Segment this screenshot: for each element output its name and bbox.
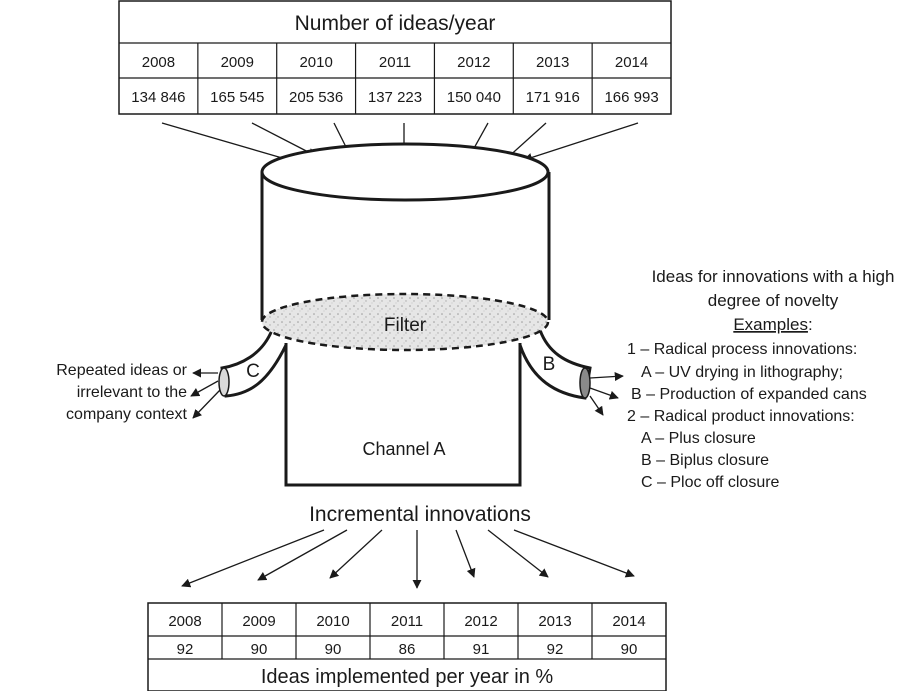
ideas-per-year-table: Number of ideas/year 2008 134 846 2009 165 …: [118, 0, 672, 115]
top-table-title: Number of ideas/year: [295, 12, 496, 35]
right-note-item-3: B – Production of expanded cans: [631, 386, 867, 403]
top-value-cell: 166 993: [604, 89, 658, 106]
implementation-arrow: [257, 529, 348, 581]
implementation-arrow: [487, 529, 549, 578]
right-note: Ideas for innovations with a high degree…: [627, 267, 894, 491]
top-value-cell: 134 846: [131, 89, 185, 106]
bottom-table-footer: Ideas implemented per year in %: [261, 666, 554, 688]
top-year-cell: 2012: [457, 54, 490, 71]
right-note-heading-2: degree of novelty: [708, 291, 839, 310]
bottom-value-cell: 92: [547, 641, 564, 658]
right-note-item-7: C – Ploc off closure: [641, 474, 780, 491]
left-outlet-arrows: [190, 368, 221, 419]
outlet-c-label: C: [246, 361, 260, 382]
right-outlet-arrows: [589, 371, 624, 416]
incremental-innovations-label: Incremental innovations: [309, 503, 531, 526]
right-note-heading-1: Ideas for innovations with a high: [652, 267, 895, 286]
bottom-value-cell: 90: [251, 641, 268, 658]
examples-label: Examples: [733, 315, 808, 334]
top-value-cell: 150 040: [447, 89, 501, 106]
outlet-b-label: B: [543, 354, 556, 375]
implemented-ideas-table: 2008 92 2009 90 2010 90 2011 86 2012 91 2013 92 2014…: [147, 602, 667, 691]
left-outlet-mouth: [218, 367, 230, 397]
bottom-year-cell: 2012: [464, 613, 497, 630]
bottom-year-cell: 2009: [242, 613, 275, 630]
left-note-line-3: company context: [66, 406, 188, 423]
filter-label: Filter: [384, 315, 427, 336]
top-value-cell: 137 223: [368, 89, 422, 106]
bottom-year-cell: 2014: [612, 613, 645, 630]
cylinder-top-rim: [260, 142, 550, 202]
implementation-arrow: [513, 529, 635, 578]
right-note-item-6: B – Biplus closure: [641, 452, 769, 469]
implementation-arrow: [329, 529, 383, 579]
left-note-line-2: irrelevant to the: [77, 384, 187, 401]
top-year-cell: 2013: [536, 54, 569, 71]
left-outlet-pipe: [220, 329, 288, 398]
right-note-item-5: A – Plus closure: [641, 430, 756, 447]
implementation-arrow: [181, 529, 325, 588]
filter-disc: [260, 292, 550, 352]
top-year-cell: 2010: [299, 54, 332, 71]
bottom-value-cell: 92: [177, 641, 194, 658]
top-year-cell: 2008: [142, 54, 175, 71]
top-year-cell: 2014: [615, 54, 648, 71]
bottom-year-cell: 2010: [316, 613, 349, 630]
top-value-cell: 165 545: [210, 89, 264, 106]
right-note-item-2: A – UV drying in lithography;: [641, 364, 843, 381]
bottom-year-cell: 2013: [538, 613, 571, 630]
ideas-arrow: [523, 122, 639, 162]
filter-cylinder: Filter Channel A C B: [218, 142, 592, 487]
bottom-year-cell: 2011: [391, 613, 423, 630]
channel-a-body: [284, 343, 522, 487]
bottom-value-cell: 90: [621, 641, 638, 658]
right-outlet-mouth: [579, 367, 591, 399]
right-note-item-1: 1 – Radical process innovations:: [627, 341, 857, 358]
top-year-cell: 2009: [221, 54, 254, 71]
examples-colon: :: [808, 315, 813, 334]
left-note-line-1: Repeated ideas or: [56, 362, 187, 379]
top-year-cell: 2011: [379, 54, 411, 71]
left-note: Repeated ideas or irrelevant to the comp…: [56, 362, 187, 423]
implementation-arrow: [455, 529, 476, 578]
ideas-arrow: [161, 122, 297, 165]
bottom-value-cell: 90: [325, 641, 342, 658]
bottom-value-cell: 86: [399, 641, 416, 658]
bottom-year-cell: 2008: [168, 613, 201, 630]
right-note-item-4: 2 – Radical product innovations:: [627, 408, 855, 425]
top-value-cell: 171 916: [526, 89, 580, 106]
bottom-value-cell: 91: [473, 641, 490, 658]
examples-heading: Examples:: [733, 315, 812, 334]
channel-a-label: Channel A: [362, 439, 445, 459]
top-value-cell: 205 536: [289, 89, 343, 106]
outgoing-implementation-arrows: [181, 529, 635, 589]
